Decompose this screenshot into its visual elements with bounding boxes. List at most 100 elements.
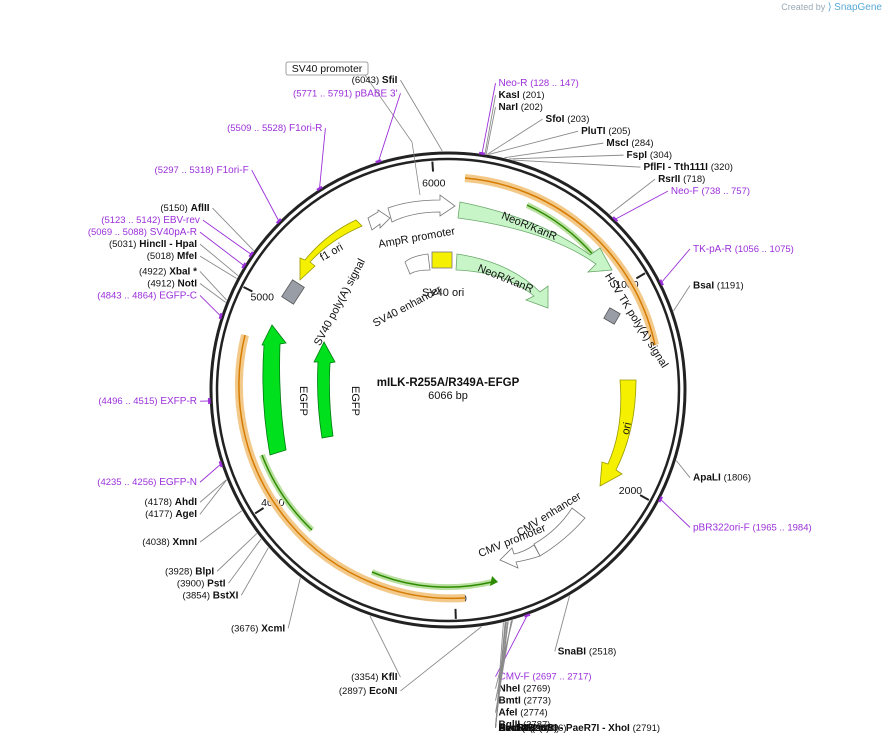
tick-label: 6000 bbox=[422, 177, 446, 189]
site-position: (3900) bbox=[177, 578, 204, 589]
tick-label: 2000 bbox=[619, 485, 643, 497]
site-label: SnaBI (2518) bbox=[558, 646, 617, 657]
site-leader bbox=[199, 243, 239, 277]
site-name: HincII - HpaI bbox=[139, 239, 197, 250]
tick-mark bbox=[254, 507, 265, 515]
primer-name: pBR322ori-F bbox=[693, 522, 750, 533]
primer-leader bbox=[614, 190, 669, 220]
feature-ori bbox=[599, 379, 637, 487]
site-leader bbox=[212, 207, 255, 252]
site-name: PstI bbox=[207, 578, 226, 589]
site-position: (5018) bbox=[147, 251, 174, 262]
primer-name: EBV-rev bbox=[163, 215, 200, 226]
site-name: SacI bbox=[499, 723, 520, 734]
site-leader bbox=[199, 510, 243, 543]
site-position: (2791) bbox=[633, 723, 660, 734]
tick-mark bbox=[243, 286, 253, 293]
site-leader bbox=[369, 615, 401, 678]
site-leader bbox=[495, 622, 504, 729]
site-position: (202) bbox=[521, 102, 543, 113]
primer-label: CMV-F (2697 .. 2717) bbox=[499, 672, 592, 683]
primer-marker bbox=[316, 185, 323, 192]
site-label: (5150) AflII bbox=[160, 203, 209, 214]
snapgene-credit: Created by ⟩ SnapGene bbox=[781, 2, 882, 13]
site-position: (4922) bbox=[139, 266, 166, 277]
site-label: (3854) BstXI bbox=[183, 590, 239, 601]
site-name: AvaI - BsoBI - PaeR7I - XhoI bbox=[499, 723, 631, 734]
primer-label: (4496 .. 4515) EXFP-R bbox=[98, 396, 197, 407]
plasmid-size: 6066 bp bbox=[428, 390, 468, 402]
site-position: (3676) bbox=[231, 623, 258, 634]
site-name: BstXI bbox=[213, 590, 239, 601]
site-position: (2518) bbox=[589, 646, 616, 657]
primer-label: (5771 .. 5791) pBABE 3' bbox=[293, 88, 398, 99]
primer-label: (4235 .. 4256) EGFP-N bbox=[97, 477, 197, 488]
tick-mark bbox=[639, 494, 650, 501]
site-name: ApaLI bbox=[693, 473, 721, 484]
site-name: EcoRI bbox=[499, 723, 528, 734]
site-label: (4038) XmnI bbox=[142, 537, 197, 548]
primer-leader bbox=[481, 83, 496, 154]
site-position: (2769) bbox=[523, 684, 550, 695]
site-position: (4177) bbox=[145, 509, 172, 520]
label-sv40-ori: SV40 ori bbox=[422, 287, 464, 299]
site-name: AgeI bbox=[175, 509, 197, 520]
site-position: (6043) bbox=[352, 75, 379, 86]
primer-marker bbox=[612, 216, 619, 223]
site-callouts: Neo-R (128 .. 147)KasI (201)NarI (202)Sf… bbox=[88, 75, 812, 734]
site-label: NarI (202) bbox=[499, 102, 543, 113]
orange-arc-top-right bbox=[464, 174, 659, 346]
credit-prefix: Created by bbox=[781, 2, 826, 12]
site-label: (4912) NotI bbox=[147, 278, 197, 289]
site-label: SacI (2798) bbox=[499, 723, 550, 734]
feature-sv40-enhancer bbox=[404, 253, 431, 275]
feature-sv40-polya bbox=[281, 279, 305, 305]
feature-hsv-tk-polya bbox=[603, 307, 621, 325]
backbone-outer-ring bbox=[209, 151, 687, 629]
label-egfp-inner: EGFP bbox=[349, 386, 361, 416]
primer-name: EGFP-C bbox=[159, 290, 197, 301]
primer-leader bbox=[199, 463, 222, 483]
primer-range: (5069 .. 5088) bbox=[88, 227, 147, 238]
primer-label: (5509 .. 5528) F1ori-R bbox=[227, 123, 322, 134]
tick-label: 5000 bbox=[251, 291, 275, 303]
sv40-promoter-label: SV40 promoter bbox=[292, 63, 363, 75]
primer-range: (128 .. 147) bbox=[530, 78, 579, 89]
primer-range: (2697 .. 2717) bbox=[532, 672, 591, 683]
feature-neo-inner bbox=[455, 253, 549, 309]
primer-range: (1965 .. 1984) bbox=[752, 522, 811, 533]
site-name: XcmI bbox=[261, 623, 285, 634]
site-position: (201) bbox=[522, 90, 544, 101]
site-label: (4922) XbaI * bbox=[139, 266, 197, 277]
primer-marker bbox=[658, 279, 664, 286]
site-position: (4038) bbox=[142, 537, 169, 548]
primer-label: (4843 .. 4864) EGFP-C bbox=[97, 290, 197, 301]
site-position: (304) bbox=[650, 150, 672, 161]
primer-name: Neo-R bbox=[499, 78, 528, 89]
site-label: (4177) AgeI bbox=[145, 509, 197, 520]
primer-marker bbox=[375, 159, 382, 164]
orf-arrowhead-bottom bbox=[490, 576, 498, 586]
primer-name: pBABE 3' bbox=[355, 88, 398, 99]
primer-marker bbox=[658, 496, 664, 503]
feature-cmv-promoter bbox=[499, 544, 541, 569]
site-label: FspI (304) bbox=[627, 150, 673, 161]
site-position: (2807) bbox=[530, 723, 557, 734]
primer-marker bbox=[275, 218, 282, 225]
site-name: MscI bbox=[606, 138, 628, 149]
primer-label: Neo-R (128 .. 147) bbox=[499, 78, 579, 89]
snapgene-logo-icon: ⟩ bbox=[827, 2, 832, 13]
site-position: (320) bbox=[711, 162, 733, 173]
site-position: (2800) bbox=[532, 723, 559, 734]
site-leader bbox=[675, 460, 691, 478]
site-leader bbox=[487, 118, 543, 155]
primer-label: TK-pA-R (1056 .. 1075) bbox=[693, 244, 794, 255]
primer-range: (4235 .. 4256) bbox=[97, 477, 156, 488]
site-label: AfeI (2774) bbox=[499, 708, 548, 719]
feature-egfp-outer bbox=[261, 324, 287, 456]
primer-name: F1ori-R bbox=[289, 123, 322, 134]
site-name: Eco53kI bbox=[499, 723, 537, 734]
site-leader bbox=[199, 283, 226, 303]
site-leader bbox=[509, 154, 624, 160]
